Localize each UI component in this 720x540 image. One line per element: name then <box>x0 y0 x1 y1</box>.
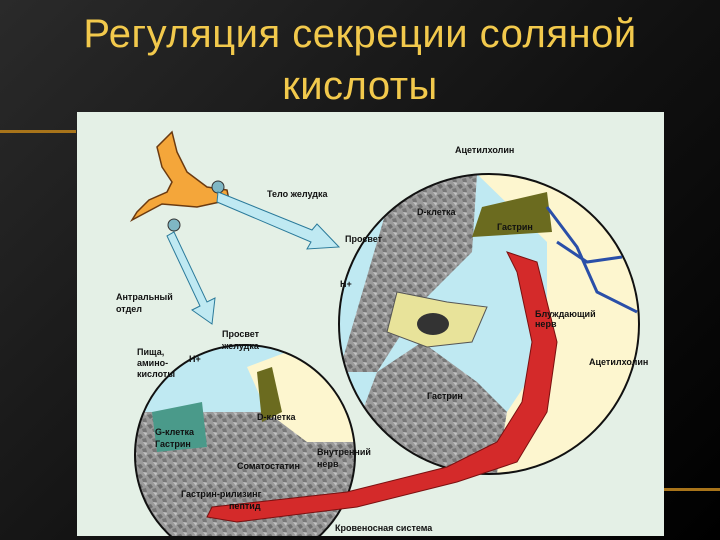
arrow-to-antrum <box>167 232 215 324</box>
d-cell-left-label: D-клетка <box>257 412 297 422</box>
acetylcholine-right-label: Ацетилхолин <box>589 357 648 367</box>
somatostatin-label: Соматостатин <box>237 461 300 471</box>
antral-label: Антральный <box>116 292 173 302</box>
gastrin-mid-label: Гастрин <box>427 391 463 401</box>
gastrin-top-label: Гастрин <box>497 222 533 232</box>
inner-nerve-label-2: нерв <box>317 459 339 469</box>
gastric-lumen-label: Просвет <box>222 329 260 339</box>
vagus-label-2: нерв <box>535 319 557 329</box>
stomach-icon <box>132 132 229 231</box>
slide-title-line-1: Регуляция секреции соляной <box>0 8 720 60</box>
slide-title: Регуляция секреции соляной кислоты <box>0 8 720 112</box>
lumen-label: Просвет <box>345 234 383 244</box>
food-label: Пища, <box>137 347 164 357</box>
stomach-body-label: Тело желудка <box>267 189 329 199</box>
g-cell-label: G-клетка <box>155 427 195 437</box>
g-cell-label-2: Гастрин <box>155 439 191 449</box>
arrow-to-body <box>217 192 339 249</box>
food-label-2: амино- <box>137 358 168 368</box>
acetylcholine-top-label: Ацетилхолин <box>455 145 514 155</box>
food-label-3: кислоты <box>137 369 175 379</box>
left-divider <box>0 130 76 133</box>
slide-title-line-2: кислоты <box>0 60 720 112</box>
grp-label-2: пептид <box>229 501 261 511</box>
gastric-lumen-label-2: желудка <box>221 341 260 351</box>
diagram-svg: Ацетилхолин Тело желудка D-клетка Гастри… <box>77 112 664 536</box>
stomach-body-circle <box>339 174 639 474</box>
inner-nerve-label: Внутренний <box>317 447 371 457</box>
vagus-label: Блуждающий <box>535 309 596 319</box>
h-plus-top-label: H+ <box>340 279 352 289</box>
h-plus-left-label: H+ <box>189 354 201 364</box>
diagram-panel: Ацетилхолин Тело желудка D-клетка Гастри… <box>77 112 664 536</box>
right-divider <box>664 488 720 491</box>
d-cell-top-label: D-клетка <box>417 207 457 217</box>
antral-label-2: отдел <box>116 304 142 314</box>
grp-label: Гастрин-рилизинг <box>181 489 262 499</box>
blood-system-label: Кровеносная система <box>335 523 433 533</box>
